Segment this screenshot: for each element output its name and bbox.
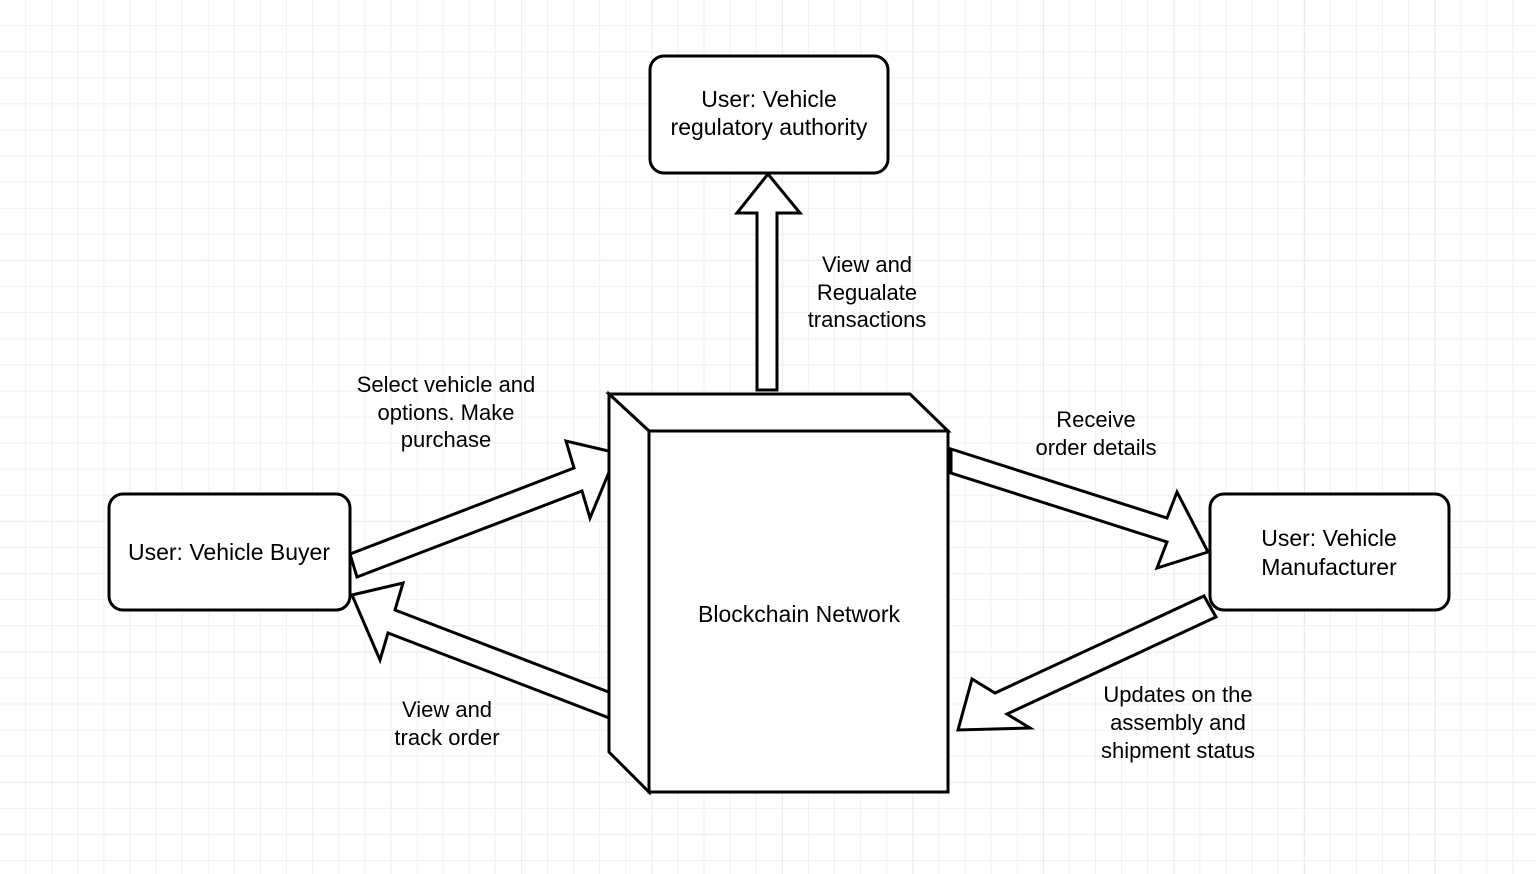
edge-buyer-to-blockchain[interactable] <box>348 438 620 579</box>
edge-label-line3: shipment status <box>1101 738 1255 763</box>
node-regulator-label-line2: regulatory authority <box>671 114 868 140</box>
edge-label-blockchain-to-regulator: View and Regualate transactions <box>808 252 927 332</box>
node-buyer-label: User: Vehicle Buyer <box>128 539 330 565</box>
edge-label-manufacturer-to-blockchain: Updates on the assembly and shipment sta… <box>1101 682 1255 763</box>
node-buyer[interactable]: User: Vehicle Buyer <box>107 492 352 612</box>
cube-front-face[interactable] <box>647 429 950 794</box>
edge-label-buyer-to-blockchain: Select vehicle and options. Make purchas… <box>357 372 536 452</box>
node-manufacturer[interactable]: User: Vehicle Manufacturer <box>1208 492 1451 612</box>
node-blockchain-label: Blockchain Network <box>698 601 900 627</box>
edge-label-line1: Select vehicle and <box>357 372 536 397</box>
node-manufacturer-label-line1: User: Vehicle <box>1261 525 1397 551</box>
edge-label-blockchain-to-manufacturer: Receive order details <box>1035 407 1156 460</box>
edge-label-line1: Updates on the <box>1103 682 1252 707</box>
edge-blockchain-to-manufacturer[interactable] <box>949 446 1211 571</box>
node-manufacturer-box[interactable] <box>1208 492 1451 612</box>
node-buyer-box[interactable] <box>107 492 352 612</box>
edge-label-line3: transactions <box>808 307 927 332</box>
edge-label-line2: order details <box>1035 435 1156 460</box>
node-blockchain[interactable]: Blockchain Network <box>605 390 952 796</box>
edge-label-blockchain-to-buyer: View and track order <box>394 697 499 750</box>
node-regulator-label-line1: User: Vehicle <box>701 86 837 112</box>
node-manufacturer-label-line2: Manufacturer <box>1261 554 1397 580</box>
block-arrow-diagonal-shape[interactable] <box>949 446 1211 571</box>
edge-label-line1: Receive <box>1056 407 1135 432</box>
edge-label-line2: options. Make <box>378 400 515 425</box>
edge-blockchain-to-regulator[interactable] <box>733 171 804 392</box>
cube-top-face[interactable] <box>605 392 952 433</box>
edge-label-line2: track order <box>394 725 499 750</box>
edge-label-line2: assembly and <box>1110 710 1246 735</box>
edge-label-line1: View and <box>822 252 912 277</box>
block-arrow-diagonal-shape[interactable] <box>956 594 1219 732</box>
node-regulator[interactable]: User: Vehicle regulatory authority <box>648 54 890 175</box>
node-regulator-box[interactable] <box>648 54 890 175</box>
block-arrow-up-shape[interactable] <box>733 171 804 392</box>
edge-manufacturer-to-blockchain[interactable] <box>956 594 1219 732</box>
edge-label-line3: purchase <box>401 427 492 452</box>
block-arrow-diagonal-shape[interactable] <box>348 438 620 579</box>
edge-label-line1: View and <box>402 697 492 722</box>
edge-label-line2: Regualate <box>817 280 917 305</box>
cube-left-face[interactable] <box>607 390 651 796</box>
